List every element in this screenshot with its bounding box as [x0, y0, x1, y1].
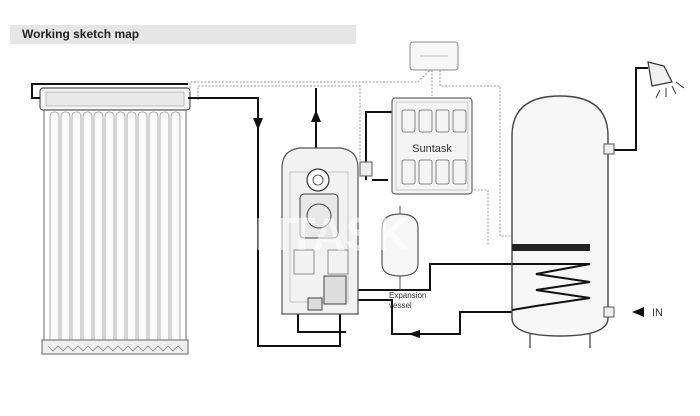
heat-exchanger-coil	[511, 263, 591, 311]
sensor-junction-box	[409, 41, 459, 71]
title-bar: Working sketch map	[10, 25, 356, 44]
solar-collector	[39, 87, 191, 355]
shower-head	[647, 61, 685, 99]
electric-heater	[512, 244, 590, 251]
controller-brand: Suntask	[412, 143, 452, 155]
inlet-label: IN	[652, 307, 663, 319]
solar-controller: Suntask	[391, 97, 473, 195]
expansion-vessel-label-line1: Expansion	[389, 291, 426, 300]
flow-arrow-left	[408, 330, 420, 338]
expansion-vessel: Expansion vessel	[381, 206, 426, 310]
vacuum-tubes	[49, 111, 181, 345]
flow-arrow-up	[311, 110, 321, 122]
watermark: SUNTASK	[191, 208, 410, 260]
flow-meter	[306, 168, 330, 192]
pump-station	[281, 147, 373, 315]
page-title: Working sketch map	[22, 27, 140, 41]
flow-arrow-down	[253, 118, 263, 130]
inlet-arrow	[632, 307, 644, 317]
storage-tank	[511, 95, 615, 348]
expansion-vessel-label-line2: vessel	[389, 301, 412, 310]
flow-arrows	[253, 110, 644, 338]
circulation-pump	[299, 193, 339, 239]
